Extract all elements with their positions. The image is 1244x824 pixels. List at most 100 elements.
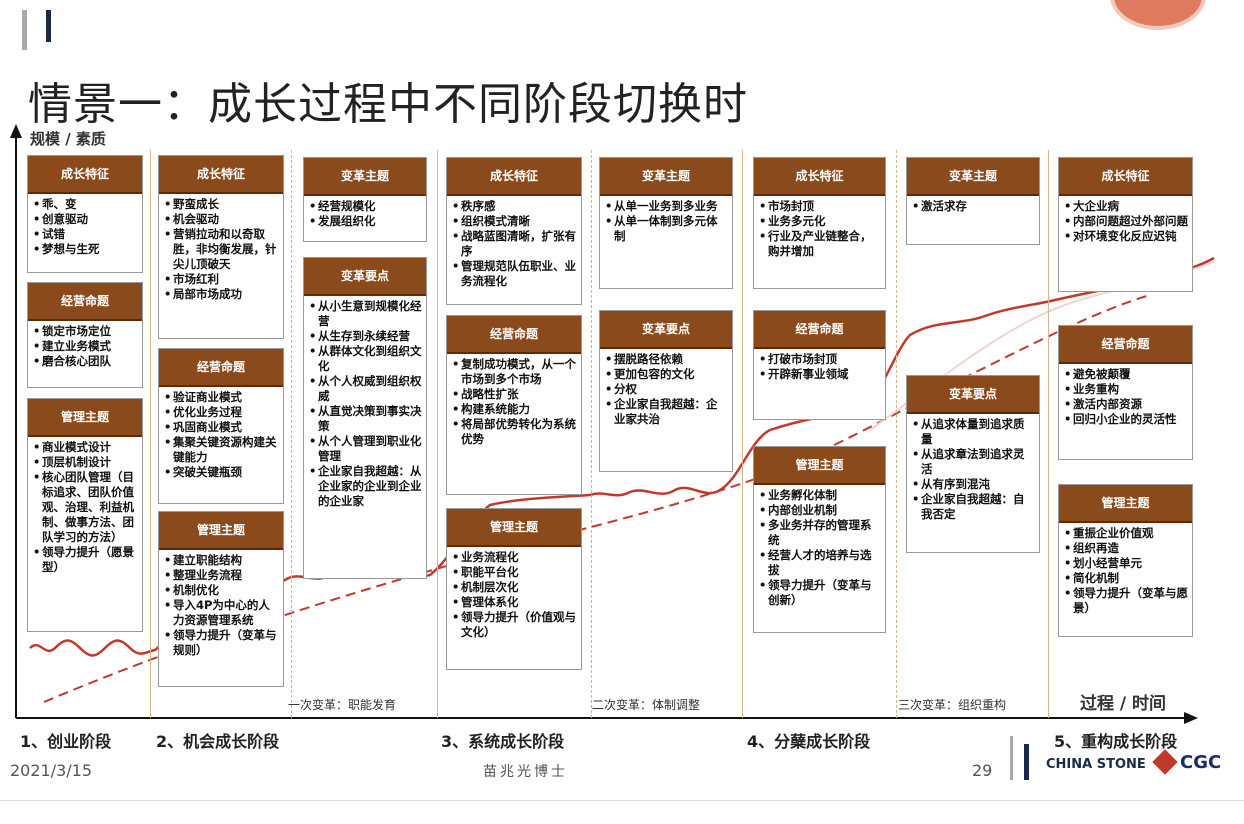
box-item: 行业及产业链整合，购并增加 — [759, 229, 881, 259]
box-item: 导入4P为中心的人力资源管理系统 — [164, 598, 279, 628]
decor-bar-gray — [22, 10, 27, 50]
box-header: 成长特征 — [159, 156, 283, 194]
box-item: 管理规范队伍职业、业务流程化 — [452, 259, 577, 289]
footer-bar-gray — [1010, 736, 1013, 780]
box-header: 成长特征 — [754, 158, 885, 196]
box-item: 企业家自我超越：自我否定 — [912, 492, 1035, 522]
box-item: 避免被颠覆 — [1064, 367, 1188, 382]
box-item: 开辟新事业领域 — [759, 367, 881, 382]
cgc-logo: CGC — [1180, 752, 1222, 773]
rev2-points-box: 变革要点 摆脱路径依赖 更加包容的文化 分权 企业家自我超越：企业家共治 — [599, 310, 733, 472]
stage1-growth-box: 成长特征 乖、变 创意驱动 试错 梦想与生死 — [27, 155, 143, 273]
box-item: 构建系统能力 — [452, 402, 577, 417]
stage-label: 3、系统成长阶段 — [441, 732, 565, 751]
box-item: 市场红利 — [164, 272, 279, 287]
box-item: 内部问题超过外部问题 — [1064, 214, 1188, 229]
box-item: 业务多元化 — [759, 214, 881, 229]
box-header: 经营命题 — [159, 349, 283, 387]
stage-label: 4、分蘖成长阶段 — [747, 732, 871, 751]
box-item: 从有序到混沌 — [912, 477, 1035, 492]
box-item: 核心团队管理（目标追求、团队价值观、治理、利益机制、做事方法、团队学习的方法） — [33, 470, 138, 545]
box-item: 磨合核心团队 — [33, 354, 138, 369]
stage2-business-box: 经营命题 验证商业模式 优化业务过程 巩固商业模式 集聚关键资源构建关键能力 突… — [158, 348, 284, 504]
box-item: 从个人管理到职业化管理 — [309, 434, 422, 464]
box-item: 将局部优势转化为系统优势 — [452, 417, 577, 447]
box-item: 机制层次化 — [452, 580, 577, 595]
box-item: 局部市场成功 — [164, 287, 279, 302]
revolution-label: 三次变革：组织重构 — [898, 698, 1007, 712]
decor-bar-navy — [46, 10, 51, 42]
box-item: 领导力提升（变革与规则） — [164, 628, 279, 658]
box-item: 巩固商业模式 — [164, 420, 279, 435]
box-item: 领导力提升（价值观与文化） — [452, 610, 577, 640]
slide-title: 情景一：成长过程中不同阶段切换时 — [28, 79, 748, 130]
box-item: 业务重构 — [1064, 382, 1188, 397]
stage3-growth-box: 成长特征 秩序感 组织模式清晰 战略蓝图清晰，扩张有序 管理规范队伍职业、业务流… — [446, 157, 582, 305]
box-item: 从直觉决策到事实决策 — [309, 404, 422, 434]
box-header: 成长特征 — [1059, 158, 1192, 196]
revolution-label: 一次变革：职能发育 — [288, 698, 397, 712]
box-item: 营销拉动和以奇取胜，非均衡发展，针尖儿顶破天 — [164, 227, 279, 272]
box-item: 突破关键瓶颈 — [164, 465, 279, 480]
box-item: 顶层机制设计 — [33, 455, 138, 470]
box-item: 梦想与生死 — [33, 242, 138, 257]
stage4-management-box: 管理主题 业务孵化体制 内部创业机制 多业务并存的管理系统 经营人才的培养与选拔… — [753, 446, 886, 633]
box-item: 从小生意到规模化经营 — [309, 299, 422, 329]
x-axis-label: 过程 / 时间 — [1080, 694, 1167, 714]
x-axis-arrow — [1184, 712, 1198, 724]
box-item: 领导力提升（愿景型） — [33, 545, 138, 575]
box-item: 从群体文化到组织文化 — [309, 344, 422, 374]
box-item: 企业家自我超越：企业家共治 — [605, 397, 728, 427]
stage-separator — [1048, 150, 1049, 718]
stage3-management-box: 管理主题 业务流程化 职能平台化 机制层次化 管理体系化 领导力提升（价值观与文… — [446, 508, 582, 670]
box-item: 创意驱动 — [33, 212, 138, 227]
rev1-points-box: 变革要点 从小生意到规模化经营 从生存到永续经营 从群体文化到组织文化 从个人权… — [303, 257, 427, 579]
box-item: 摆脱路径依赖 — [605, 352, 728, 367]
box-item: 更加包容的文化 — [605, 367, 728, 382]
box-item: 机会驱动 — [164, 212, 279, 227]
box-header: 成长特征 — [28, 156, 142, 194]
box-header: 变革主题 — [600, 158, 732, 196]
box-item: 秩序感 — [452, 199, 577, 214]
box-item: 战略蓝图清晰，扩张有序 — [452, 229, 577, 259]
box-item: 从单一业务到多业务 — [605, 199, 728, 214]
stage3-business-box: 经营命题 复制成功模式，从一个市场到多个市场 战略性扩张 构建系统能力 将局部优… — [446, 315, 582, 495]
box-item: 从追求体量到追求质量 — [912, 417, 1035, 447]
revolution-separator — [291, 150, 292, 718]
box-item: 发展组织化 — [309, 214, 422, 229]
stage5-growth-box: 成长特征 大企业病 内部问题超过外部问题 对环境变化反应迟钝 — [1058, 157, 1193, 292]
box-item: 简化机制 — [1064, 571, 1188, 586]
box-header: 管理主题 — [1059, 485, 1192, 523]
stage-label: 5、重构成长阶段 — [1054, 732, 1178, 751]
stage5-management-box: 管理主题 重振企业价值观 组织再造 划小经营单元 简化机制 领导力提升（变革与愿… — [1058, 484, 1193, 637]
box-header: 经营命题 — [447, 316, 581, 354]
box-item: 经营规模化 — [309, 199, 422, 214]
stage5-business-box: 经营命题 避免被颠覆 业务重构 激活内部资源 回归小企业的灵活性 — [1058, 325, 1193, 460]
footer-bar-navy — [1024, 744, 1029, 780]
box-header: 变革要点 — [907, 376, 1039, 414]
y-axis-label: 规模 / 素质 — [30, 130, 106, 148]
box-item: 业务流程化 — [452, 550, 577, 565]
box-header: 变革主题 — [907, 158, 1039, 196]
box-item: 野蛮成长 — [164, 197, 279, 212]
stage-separator — [150, 150, 151, 718]
box-header: 变革要点 — [600, 311, 732, 349]
footer-author: 苗兆光博士 — [483, 764, 568, 780]
revolution-separator — [591, 150, 592, 718]
box-item: 打破市场封顶 — [759, 352, 881, 367]
box-header: 变革要点 — [304, 258, 426, 296]
box-item: 大企业病 — [1064, 199, 1188, 214]
stage1-business-box: 经营命题 锁定市场定位 建立业务模式 磨合核心团队 — [27, 282, 143, 388]
stage4-business-box: 经营命题 打破市场封顶 开辟新事业领域 — [753, 310, 886, 420]
rev1-theme-box: 变革主题 经营规模化 发展组织化 — [303, 157, 427, 242]
box-item: 多业务并存的管理系统 — [759, 518, 881, 548]
box-header: 经营命题 — [1059, 326, 1192, 364]
box-header: 管理主题 — [754, 447, 885, 485]
box-item: 业务孵化体制 — [759, 488, 881, 503]
footer-date: 2021/3/15 — [10, 761, 93, 780]
box-item: 集聚关键资源构建关键能力 — [164, 435, 279, 465]
revolution-label: 二次变革：体制调整 — [592, 698, 701, 712]
footer-page-number: 29 — [972, 761, 993, 780]
box-item: 领导力提升（变革与创新） — [759, 578, 881, 608]
box-item: 从生存到永续经营 — [309, 329, 422, 344]
